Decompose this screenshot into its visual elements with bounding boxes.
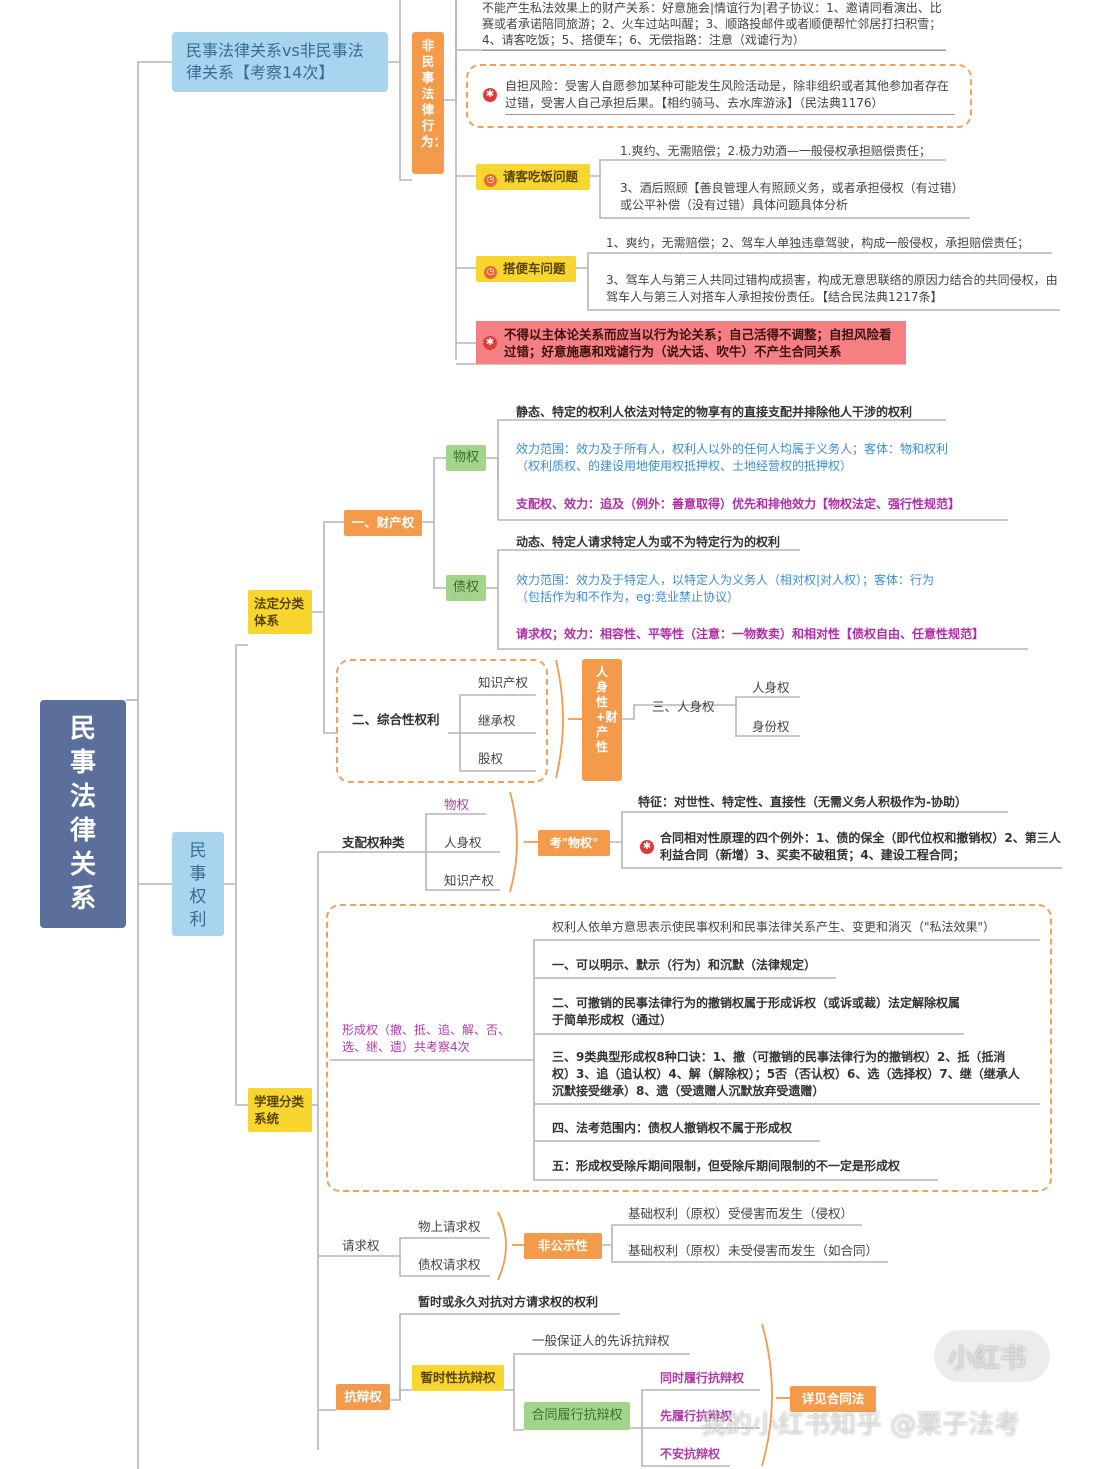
guarantor-defense-label: 一般保证人的先诉抗辩权 (532, 1333, 670, 1348)
defense-definition: 暂时或永久对抗对方请求权的权利 (418, 1295, 599, 1309)
civil-rights-node: 民事权利 (172, 832, 224, 936)
root-title: 民事法律关系 (70, 714, 97, 914)
defense-rights-node: 抗辩权 (336, 1384, 390, 1410)
treat-meal-item-1: 1.爽约、无需赔偿；2.极力劝酒—一般侵权承担赔偿责任； (620, 144, 931, 158)
treat-meal-item-3: 3、酒后照顾【善良管理人有照顾义务，或者承担侵权（有过错）或公平补偿（没有过错）… (620, 181, 964, 212)
star-icon: ✱ (640, 840, 654, 854)
formation-rights-label: 形成权（撤、抵、追、解、否、选、继、遗）共考察4次 (342, 1023, 511, 1054)
civil-vs-noncivil-node: 民事法律关系vs非民事法律关系【考察14次】 (172, 32, 388, 92)
see-contract-law-node: 详见合同法 (790, 1386, 876, 1412)
composite-rights-label: 二、综合性权利 (352, 712, 440, 727)
contract-performance-defense-node: 合同履行抗辩权 (524, 1402, 630, 1430)
dominion-types-label: 支配权种类 (342, 835, 405, 850)
contract-relativity-exceptions: 合同相对性原理的四个例外：1、债的保全（即代位权和撤销权）2、第三人利益合同（新… (660, 831, 1061, 862)
goodwill-intro-text: 不能产生私法效果上的财产关系：好意施会|情谊行为|君子协议：1、邀请同看演出、比… (482, 0, 946, 51)
unsafe-defense-label: 不安抗辩权 (660, 1447, 721, 1461)
formation-point-3: 三、9类典型形成权8种口诀：1、撤（可撤销的民事法律行为的撤销权）2、抵（抵消权… (552, 1050, 1020, 1098)
dominion-item-personal: 人身权 (444, 835, 482, 850)
dominion-feature-text: 特征：对世性、特定性、直接性（无需义务人积极作为-协助） (638, 795, 967, 809)
composite-rights-box (336, 659, 548, 783)
debt-claim-label: 债权请求权 (418, 1257, 481, 1272)
self-risk-text: 自担风险：受害人自愿参加某种可能发生风险活动是，除非组织或者其他参加者存在过错，… (505, 78, 955, 115)
real-right-scope: 效力范围：效力及于所有人，权利人以外的任何人均属于义务人；客体：物和权利（权利质… (516, 442, 949, 473)
claim-base-not-infringed: 基础权利（原权）未受侵害而发生（如合同） (628, 1243, 879, 1258)
dominion-item-ip: 知识产权 (444, 873, 495, 888)
real-right-effect: 支配权、效力：追及（例外：善意取得）优先和排他效力【物权法定、强行性规范】 (516, 497, 961, 511)
self-risk-box (466, 64, 972, 128)
formation-definition: 权利人依单方意思表示使民事权利和民事法律关系产生、变更和消灭（"私法效果"） (552, 920, 996, 934)
real-right-definition: 静态、特定的权利人依法对特定的物享有的直接支配并排除他人干涉的权利 (516, 405, 913, 419)
watermark-brand: 小红书 (948, 1344, 1027, 1374)
doctrinal-classification-node: 学理分类系统 (248, 1088, 312, 1132)
treat-meal-node: ◷请客吃饭问题 (476, 164, 590, 190)
creditor-right-effect: 请求权；效力：相容性、平等性（注意：一物数卖）和相对性【债权自由、任意性规范】 (516, 627, 985, 641)
claim-base-infringed: 基础权利（原权）受侵害而发生（侵权） (628, 1206, 854, 1221)
formation-point-4: 四、法考范围内：债权人撤销权不属于形成权 (552, 1121, 793, 1135)
claim-rights-label: 请求权 (342, 1238, 380, 1253)
property-rights-node: 一、财产权 (344, 510, 422, 536)
personal-property-bar: 人身性+财产性 (582, 659, 622, 781)
temporary-defense-node: 暂时性抗辩权 (412, 1365, 504, 1391)
creditor-right-node: 债权 (446, 575, 486, 601)
real-right-node: 物权 (446, 445, 486, 471)
star-icon: ✱ (483, 336, 497, 350)
clock-icon: ◷ (484, 174, 497, 187)
formation-point-2: 二、可撤销的民事法律行为的撤销权属于形成诉权（或诉或裁）法定解除权属于简单形成权… (552, 996, 961, 1027)
ride-share-node: ◷搭便车问题 (476, 256, 576, 282)
identity-right-label: 身份权 (752, 719, 790, 734)
simultaneous-defense-label: 同时履行抗辩权 (660, 1371, 745, 1385)
ip-right-label: 知识产权 (478, 675, 529, 690)
formation-rights-box (326, 904, 1052, 1192)
xiaohongshu-watermark (934, 1330, 1050, 1382)
dominion-item-real: 物权 (444, 797, 470, 812)
legal-classification-node: 法定分类体系 (248, 590, 312, 634)
real-claim-label: 物上请求权 (418, 1219, 481, 1234)
inheritance-right-label: 继承权 (478, 713, 516, 728)
personal-rights-label: 三、人身权 (652, 699, 715, 714)
ride-share-item-3: 3、驾车人与第三人共同过错构成损害，构成无意思联络的原因力结合的共同侵权，由驾车… (606, 273, 1058, 304)
star-icon: ✱ (483, 88, 497, 102)
personality-right-label: 人身权 (752, 680, 790, 695)
ride-share-item-1: 1、爽约，无需赔偿；2、驾车人单独违章驾驶，构成一般侵权，承担赔偿责任； (606, 236, 1030, 250)
creditor-right-scope: 效力范围：效力及于特定人，以特定人为义务人（相对权|对人权）；客体：行为（包括作… (516, 573, 935, 604)
root-node: 民事法律关系 (40, 700, 126, 928)
pink-summary-note: 不得以主体论关系而应当以行为论关系；自己活得不调整；自担风险看过错；好意施惠和戏… (476, 321, 906, 364)
watermark-credit: 我的小红书知乎 @栗子法考 (700, 1410, 1021, 1440)
non-public-node: 非公示性 (524, 1233, 602, 1259)
equity-right-label: 股权 (478, 751, 504, 766)
formation-point-1: 一、可以明示、默示（行为）和沉默（法律规定） (552, 958, 817, 972)
first-performance-defense-label: 先履行抗辩权 (660, 1409, 733, 1423)
non-civil-label: 非民事法律行为： (412, 32, 446, 174)
creditor-right-definition: 动态、特定人请求特定人为或不为特定行为的权利 (516, 535, 781, 549)
clock-icon: ◷ (484, 266, 497, 279)
formation-point-5: 五：形成权受除斥期间限制，但受除斥期间限制的不一定是形成权 (552, 1159, 901, 1173)
kao-real-right-node: 考"物权" (538, 830, 610, 856)
civil-vs-noncivil-title: 民事法律关系vs非民事法律关系【考察14次】 (186, 41, 364, 82)
